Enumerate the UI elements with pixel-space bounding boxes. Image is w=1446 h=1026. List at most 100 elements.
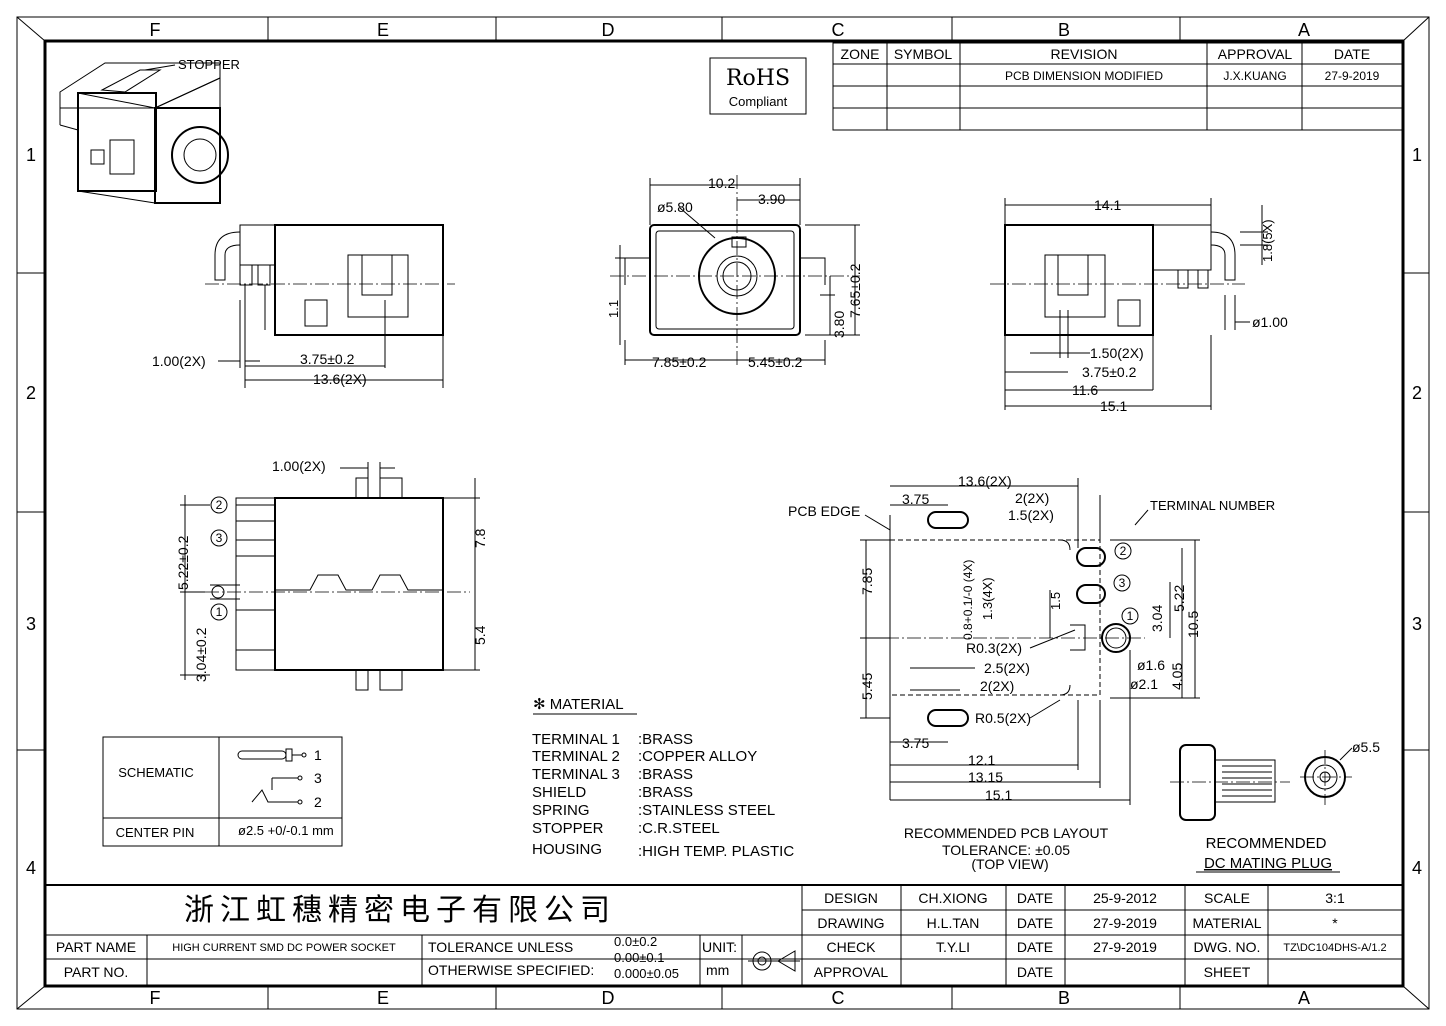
dim-left-1: 1.00(2X) [152,353,206,369]
mat-mat-2: :COPPER ALLOY [638,748,757,765]
stopper-label: STOPPER [178,57,240,72]
mating-plug: ø5.5 RECOMMENDED DC MATING PLUG [1170,739,1380,873]
dim-front-6: 7.65±0.2 [847,263,863,318]
mat-part-7: HOUSING [532,841,602,858]
design-date: 25-9-2012 [1093,890,1157,906]
tol-value-1: 0.0±0.2 [614,934,657,949]
dim-front-1: 10.2 [708,175,735,191]
check-date-label: DATE [1017,939,1053,955]
dim-right-5: 3.75±0.2 [1082,364,1137,380]
pcb-dim-r05: R0.5(2X) [975,710,1031,726]
zone-col-f-bottom: F [150,988,161,1008]
zone-col-f-top: F [150,20,161,40]
material-list: ✻ MATERIAL TERMINAL 1 :BRASS TERMINAL 2 … [532,696,794,860]
rev-header-revision: REVISION [1051,46,1118,62]
zone-row-1-left: 1 [26,145,36,165]
pcb-dim-304: 3.04 [1149,605,1165,632]
dim-bottom-2: 5.22±0.2 [175,535,191,590]
tol-value-2: 0.00±0.1 [614,950,665,965]
scale-value: 3:1 [1325,890,1345,906]
side-view-left: 1.00(2X) 3.75±0.2 13.6(2X) [152,224,455,388]
zone-row-4-left: 4 [26,858,36,878]
rev-header-approval: APPROVAL [1218,46,1293,62]
check-label: CHECK [826,939,876,955]
pcb-dim-121: 12.1 [968,752,995,768]
tol-value-3: 0.000±0.05 [614,966,679,981]
schematic-pin-3: 3 [314,770,322,786]
schematic-pin-2: 2 [314,794,322,810]
zone-col-d-top: D [602,20,615,40]
rev-header-zone: ZONE [841,46,880,62]
mat-mat-3: :BRASS [638,766,693,783]
dwg-number: TZ\DC104DHS-A/1.2 [1283,942,1386,954]
tol-line-1: TOLERANCE UNLESS [428,939,573,955]
dim-bottom-1: 1.00(2X) [272,458,326,474]
unit-value: mm [706,962,729,978]
design-date-label: DATE [1017,890,1053,906]
material-value: * [1332,915,1338,931]
pcb-dim-13: 1.3(4X) [980,577,995,620]
front-view: 10.2 3.90 ø5.80 1.1 3.80 7.65±0.2 7.85±0… [606,175,863,370]
mat-part-6: STOPPER [532,820,604,837]
title-block: 浙江虹穗精密电子有限公司 PART NAME HIGH CURRENT SMD … [45,884,1403,986]
mat-mat-6: :C.R.STEEL [638,820,720,837]
company-name: 浙江虹穗精密电子有限公司 [184,893,616,928]
pcb-dim-15: 1.5(2X) [1008,507,1054,523]
mat-part-5: SPRING [532,802,590,819]
mat-part-1: TERMINAL 1 [532,731,620,748]
drawing-label: DRAWING [817,915,884,931]
zone-row-2-right: 2 [1412,383,1422,403]
pcb-term-3: 3 [1119,576,1126,590]
dim-front-2: 3.90 [758,191,785,207]
dim-front-5: 3.80 [831,311,847,338]
rev-row1-revision: PCB DIMENSION MODIFIED [1005,69,1163,83]
zone-row-2-left: 2 [26,383,36,403]
projection-symbol [748,950,800,972]
side-view-right: 14.1 1.8(5X) ø1.00 1.50(2X) 3.75±0.2 11.… [990,197,1288,414]
pcb-caption-3: (TOP VIEW) [971,856,1048,872]
term-num-1: 1 [216,605,223,619]
zone-col-c-top: C [832,20,845,40]
part-name-label: PART NAME [56,939,136,955]
material-title: ✻ MATERIAL [533,696,624,713]
dwg-label: DWG. NO. [1194,939,1261,955]
pcb-dim-405: 4.05 [1169,663,1185,690]
tol-line-2: OTHERWISE SPECIFIED: [428,962,594,978]
material-label: MATERIAL [1193,915,1262,931]
zone-col-b-top: B [1058,20,1070,40]
pcb-dim-151: 15.1 [985,787,1012,803]
zone-col-b-bottom: B [1058,988,1070,1008]
check-name: T.Y.LI [936,939,970,955]
dim-front-7: 7.85±0.2 [652,354,707,370]
drawing-date: 27-9-2019 [1093,915,1157,931]
pcb-dim-375b: 3.75 [902,735,929,751]
scale-label: SCALE [1204,890,1250,906]
plug-dim: ø5.5 [1352,739,1380,755]
dim-front-8: 5.45±0.2 [748,354,803,370]
rohs-sub: Compliant [729,94,788,109]
pcb-dim-375a: 3.75 [902,491,929,507]
pcb-dim-21: ø2.1 [1130,676,1158,692]
pcb-dim-15v: 1.5 [1048,592,1063,610]
center-pin-label: CENTER PIN [116,825,195,840]
plug-caption-2: DC MATING PLUG [1204,855,1332,872]
mat-mat-7: :HIGH TEMP. PLASTIC [638,843,794,860]
zone-row-4-right: 4 [1412,858,1422,878]
zone-col-a-bottom: A [1298,988,1310,1008]
zone-col-c-bottom: C [832,988,845,1008]
pcb-dim-2b: 2(2X) [980,678,1014,694]
pcb-dim-16: ø1.6 [1137,657,1165,673]
iso-view: STOPPER [59,57,240,204]
pcb-layout: 2 3 1 PCB EDGE TERMINAL NUMBER 13.6 [788,473,1275,872]
zone-col-e-bottom: E [377,988,389,1008]
bottom-view: 2 3 1 1.00(2X) 5.22±0.2 3.04±0.2 7.8 5.4 [175,458,488,691]
zone-labels: F E D C B A F E D C B A 1 2 3 4 1 2 3 4 [26,20,1422,1008]
rohs-badge: RoHS Compliant [709,57,807,115]
zone-col-a-top: A [1298,20,1310,40]
dim-front-4: 1.1 [606,300,621,318]
pcb-caption-2: TOLERANCE: ±0.05 [942,842,1070,858]
pcb-dim-136: 13.6(2X) [958,473,1012,489]
pcb-dim-08: 0.8+0.1/-0 (4X) [961,560,975,640]
pcb-dim-25: 2.5(2X) [984,660,1030,676]
